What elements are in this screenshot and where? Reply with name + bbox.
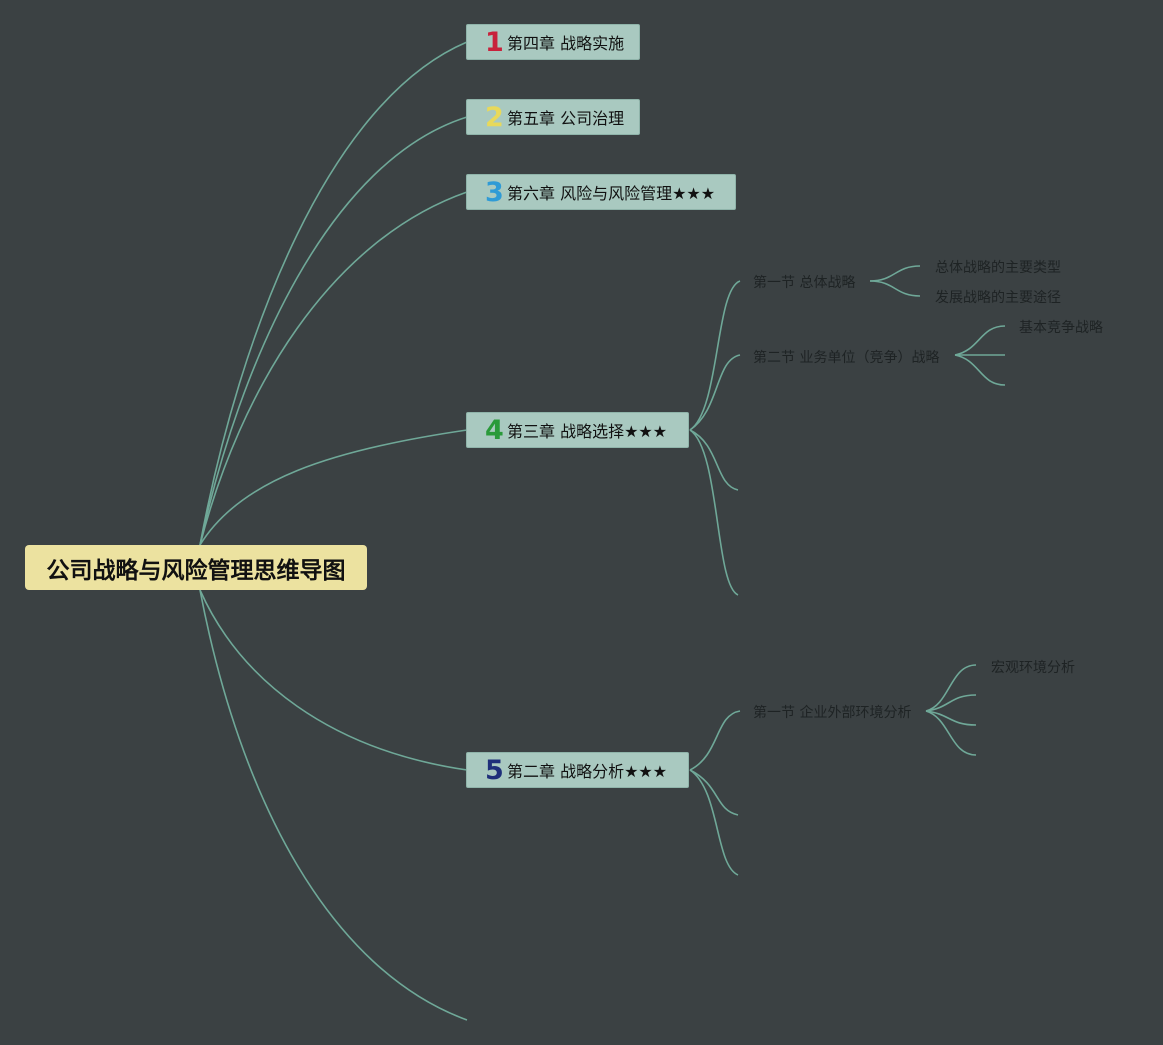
chapter-node-3[interactable]: 3 第六章 风险与风险管理★★★ <box>466 174 736 210</box>
connector-ch5-b3 <box>689 769 739 876</box>
connector-ch5-sec1 <box>689 710 741 771</box>
connector-ch4-sec2 <box>689 354 741 431</box>
root-node[interactable]: 公司战略与风险管理思维导图 <box>25 545 367 590</box>
number-badge-3: 3 <box>485 176 504 208</box>
connector-root-ch4 <box>199 429 468 546</box>
connector-sec1-leaf2 <box>869 280 921 297</box>
connector-sec3-leaf3 <box>925 710 977 726</box>
section-node-1[interactable]: 第一节 总体战略 <box>753 275 856 291</box>
chapter-label-2: 第五章 公司治理 <box>507 109 625 128</box>
leaf-node-3[interactable]: 基本竞争战略 <box>1019 320 1103 336</box>
connector-root-ch5 <box>199 589 468 771</box>
connector-root-extra <box>199 589 468 1021</box>
leaf-node-2[interactable]: 发展战略的主要途径 <box>935 290 1061 306</box>
chapter-label-1: 第四章 战略实施 <box>507 34 625 53</box>
connector-ch4-sec1 <box>689 280 741 431</box>
chapter-node-5[interactable]: 5 第二章 战略分析★★★ <box>466 752 689 788</box>
connector-sec3-leaf4 <box>925 710 977 756</box>
connector-root-ch3 <box>199 191 468 546</box>
connector-root-ch2 <box>199 116 468 546</box>
chapter-node-1[interactable]: 1 第四章 战略实施 <box>466 24 640 60</box>
number-badge-4: 4 <box>485 414 504 446</box>
number-badge-2: 2 <box>485 101 504 133</box>
connector-root-ch1 <box>199 41 468 546</box>
section-node-2[interactable]: 第二节 业务单位（竞争）战略 <box>753 350 940 366</box>
connector-ch4-b3 <box>689 429 739 491</box>
leaf-node-4[interactable]: 宏观环境分析 <box>991 660 1075 676</box>
connector-sec3-leaf2 <box>925 694 977 712</box>
connector-sec2-leaf3 <box>954 354 1006 386</box>
connector-ch5-b2 <box>689 769 739 816</box>
number-badge-5: 5 <box>485 754 504 786</box>
root-title: 公司战略与风险管理思维导图 <box>46 557 346 584</box>
connector-sec3-leaf1 <box>925 664 977 712</box>
chapter-label-4: 第三章 战略选择★★★ <box>507 422 668 441</box>
connector-sec1-leaf1 <box>869 265 921 282</box>
leaf-node-1[interactable]: 总体战略的主要类型 <box>935 260 1061 276</box>
chapter-node-4[interactable]: 4 第三章 战略选择★★★ <box>466 412 689 448</box>
connector-ch4-b4 <box>689 429 739 596</box>
chapter-node-2[interactable]: 2 第五章 公司治理 <box>466 99 640 135</box>
section-node-3[interactable]: 第一节 企业外部环境分析 <box>753 705 912 721</box>
chapter-label-3: 第六章 风险与风险管理★★★ <box>507 184 716 203</box>
number-badge-1: 1 <box>485 26 504 58</box>
chapter-label-5: 第二章 战略分析★★★ <box>507 762 668 781</box>
connector-sec2-leaf1 <box>954 325 1006 356</box>
